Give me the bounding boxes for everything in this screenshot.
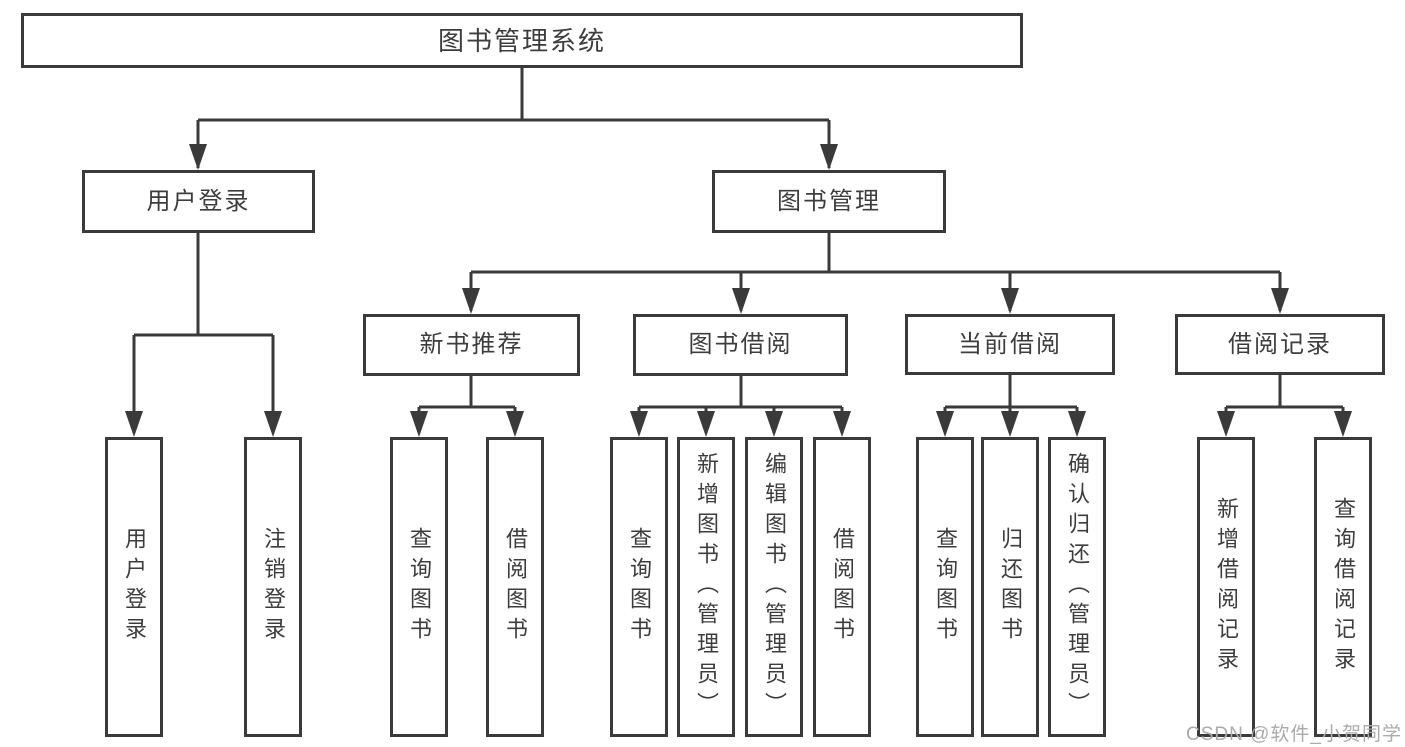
leaf-label: 查询图书 (627, 527, 652, 647)
leaf-label: 确认归还（管理员） (1065, 452, 1090, 722)
arrowhead (936, 411, 954, 437)
leaf-confirm-return-admin: 确认归还（管理员） (1048, 437, 1106, 737)
leaf-label: 查询图书 (933, 527, 958, 647)
node-book-management: 图书管理 (712, 170, 946, 233)
leaf-query-book-current: 查询图书 (916, 437, 974, 737)
leaf-label: 新增图书（管理员） (694, 452, 719, 722)
connector-root-to-level2 (196, 68, 831, 168)
arrowhead (462, 288, 480, 314)
arrowhead (1334, 411, 1352, 437)
leaf-user-login: 用户登录 (105, 437, 163, 737)
node-new-book-recommend: 新书推荐 (363, 314, 580, 376)
arrowhead (1217, 411, 1235, 437)
leaf-query-borrow-record: 查询借阅记录 (1314, 437, 1372, 737)
arrowhead (732, 288, 750, 314)
arrowhead (264, 411, 282, 437)
node-borrow-record: 借阅记录 (1175, 314, 1385, 375)
connector-new-book-children (417, 376, 517, 433)
node-root-system: 图书管理系统 (21, 13, 1023, 68)
leaf-label: 归还图书 (998, 527, 1023, 647)
leaf-label: 编辑图书（管理员） (762, 452, 787, 722)
leaf-borrow-book: 借阅图书 (813, 437, 871, 737)
arrowhead (410, 411, 428, 437)
connector-user-login-children (132, 233, 275, 433)
leaf-label: 借阅图书 (503, 527, 528, 647)
arrowhead (820, 144, 838, 170)
leaf-query-book-borrow: 查询图书 (610, 437, 668, 737)
connector-borrow-children (637, 376, 844, 433)
leaf-query-book-recommend: 查询图书 (390, 437, 448, 737)
csdn-watermark: CSDN @软件_小贺同学 (1186, 724, 1402, 745)
leaf-add-borrow-record: 新增借阅记录 (1197, 437, 1255, 737)
leaf-label: 查询借阅记录 (1331, 497, 1356, 677)
arrowhead (1001, 288, 1019, 314)
leaf-label: 注销登录 (261, 527, 286, 647)
arrowhead (1271, 288, 1289, 314)
arrowhead (506, 411, 524, 437)
arrowhead (630, 411, 648, 437)
node-user-login: 用户登录 (82, 170, 315, 233)
arrowhead (189, 144, 207, 170)
leaf-return-book: 归还图书 (981, 437, 1039, 737)
leaf-label: 新增借阅记录 (1214, 497, 1239, 677)
leaf-add-book-admin: 新增图书（管理员） (677, 437, 735, 737)
leaf-borrow-book-recommend: 借阅图书 (486, 437, 544, 737)
arrowhead (1001, 411, 1019, 437)
leaf-edit-book-admin: 编辑图书（管理员） (745, 437, 803, 737)
connector-record-children (1224, 375, 1345, 433)
connector-book-mgmt-children (469, 233, 1282, 311)
arrowhead (1068, 411, 1086, 437)
leaf-label: 借阅图书 (830, 527, 855, 647)
node-book-borrow: 图书借阅 (633, 314, 848, 376)
arrowhead (765, 411, 783, 437)
arrowhead (833, 411, 851, 437)
leaf-label: 查询图书 (407, 527, 432, 647)
leaf-label: 用户登录 (122, 527, 147, 647)
node-current-borrow: 当前借阅 (905, 314, 1115, 375)
leaf-logout: 注销登录 (244, 437, 302, 737)
arrowhead (697, 411, 715, 437)
arrowhead (125, 411, 143, 437)
